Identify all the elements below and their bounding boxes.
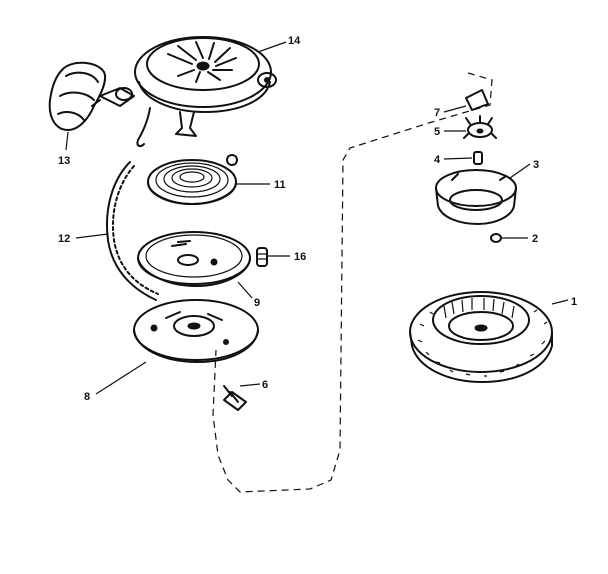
leader-6 bbox=[239, 383, 261, 387]
label-part-5: 5 bbox=[434, 126, 440, 138]
starter-pulley bbox=[133, 299, 259, 363]
starter-handle bbox=[48, 61, 106, 131]
label-part-13: 13 bbox=[58, 155, 70, 167]
label-part-16: 16 bbox=[294, 251, 306, 263]
label-part-12: 12 bbox=[58, 233, 70, 245]
label-part-6: 6 bbox=[262, 379, 268, 391]
clip-7 bbox=[465, 89, 489, 111]
leader-12 bbox=[75, 233, 109, 239]
label-part-2: 2 bbox=[532, 233, 538, 245]
leader-9 bbox=[237, 281, 253, 299]
label-part-4: 4 bbox=[434, 154, 441, 166]
flywheel-1 bbox=[409, 291, 553, 383]
label-part-14: 14 bbox=[288, 35, 301, 47]
leader-14 bbox=[257, 41, 287, 53]
leader-1 bbox=[551, 299, 569, 305]
bolt-6 bbox=[223, 385, 247, 411]
screw-16 bbox=[256, 247, 268, 267]
dashed-assembly-line bbox=[212, 72, 493, 493]
starter-housing bbox=[99, 36, 277, 148]
leader-4 bbox=[443, 157, 473, 160]
leader-8 bbox=[95, 361, 147, 395]
label-part-3: 3 bbox=[533, 159, 539, 171]
starter-cup-3 bbox=[435, 169, 517, 225]
pulley-plate bbox=[137, 231, 251, 287]
starter-cord bbox=[106, 161, 159, 301]
label-part-1: 1 bbox=[571, 296, 577, 308]
bolt-4 bbox=[473, 151, 483, 165]
label-part-7: 7 bbox=[434, 107, 440, 119]
leader-3 bbox=[509, 163, 531, 179]
nut-2 bbox=[490, 233, 502, 243]
leader-13 bbox=[65, 131, 69, 151]
label-part-8: 8 bbox=[84, 391, 90, 403]
label-part-9: 9 bbox=[254, 297, 260, 309]
pawl-hub-5 bbox=[463, 115, 497, 139]
label-part-11: 11 bbox=[274, 179, 286, 191]
leader-7 bbox=[443, 105, 467, 113]
recoil-spring bbox=[147, 154, 238, 205]
